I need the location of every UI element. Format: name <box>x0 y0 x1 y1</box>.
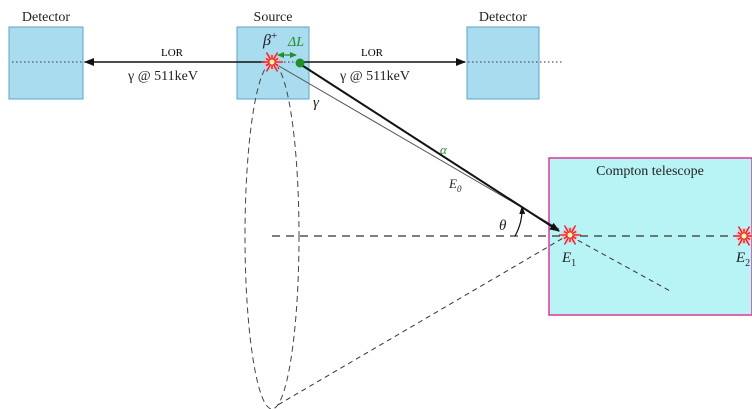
source-label: Source <box>254 10 293 25</box>
delta-l-point <box>295 58 305 68</box>
theta-arc <box>514 206 526 237</box>
lor-right-label: LOR <box>361 47 384 59</box>
detector-left-box <box>8 26 84 100</box>
alpha-label: α <box>440 142 448 157</box>
delta-l-label: ΔL <box>287 35 304 50</box>
gamma-ray-e0 <box>299 63 560 232</box>
gamma-label: γ <box>313 95 320 111</box>
e2-interaction-burst <box>733 226 752 246</box>
e2-label: E2 <box>735 250 750 269</box>
gamma-right-label: γ @ 511keV <box>339 69 410 84</box>
cone-ellipse <box>244 62 300 409</box>
e1-interaction-burst <box>559 225 581 245</box>
beta-plus-label: β+ <box>262 30 277 49</box>
cone-lower-line <box>275 233 571 407</box>
e0-label: E0 <box>448 176 462 194</box>
theta-label: θ <box>499 218 507 234</box>
detector-right-box <box>466 26 540 100</box>
detector-right-label: Detector <box>479 10 528 25</box>
compton-telescope-label: Compton telescope <box>596 164 704 179</box>
lor-left-label: LOR <box>161 47 184 59</box>
e1-label: E1 <box>561 250 576 269</box>
scatter-dashed-line <box>569 235 673 293</box>
annihilation-burst <box>261 52 283 72</box>
gamma-left-label: γ @ 511keV <box>127 69 198 84</box>
detector-left-label: Detector <box>22 10 71 25</box>
